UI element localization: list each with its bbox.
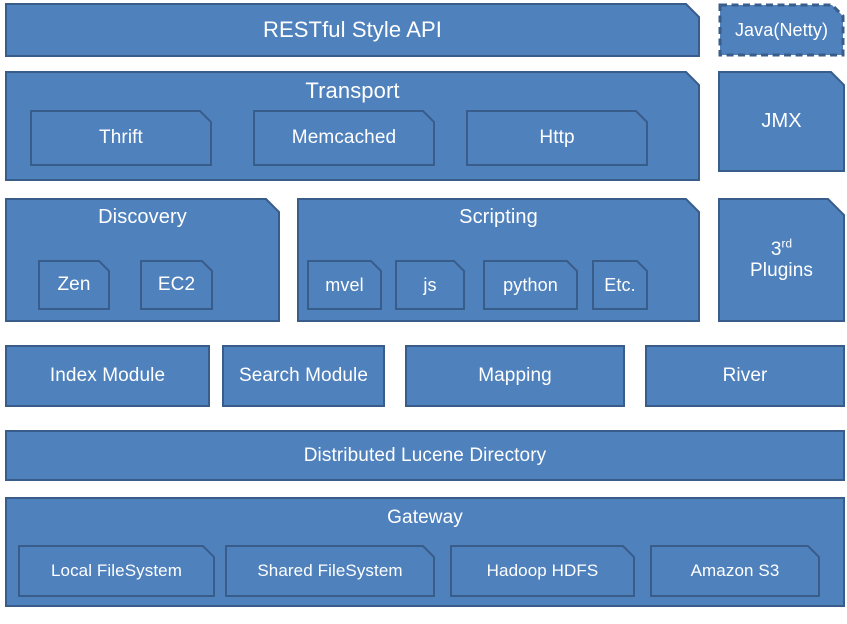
search-module-label: Search Module bbox=[238, 365, 369, 387]
folded-corner-shape bbox=[225, 545, 435, 597]
river-box[interactable]: River bbox=[645, 345, 845, 407]
folded-corner-shape bbox=[650, 545, 820, 597]
shared-filesystem-box[interactable]: Shared FileSystem bbox=[225, 545, 435, 597]
folded-corner-shape bbox=[718, 198, 845, 322]
discovery-label: Discovery bbox=[98, 206, 187, 228]
folded-corner-shape bbox=[307, 260, 382, 310]
shared-filesystem-label: Shared FileSystem bbox=[257, 561, 403, 581]
index-module-label: Index Module bbox=[49, 365, 166, 387]
thrift-box[interactable]: Thrift bbox=[30, 110, 212, 166]
folded-corner-shape bbox=[466, 110, 648, 166]
zen-box[interactable]: Zen bbox=[38, 260, 110, 310]
transport-label: Transport bbox=[305, 78, 400, 103]
http-label: Http bbox=[539, 127, 575, 149]
plugins-ordinal-number: 3 bbox=[770, 238, 782, 260]
folded-corner-shape bbox=[30, 110, 212, 166]
folded-corner-shape bbox=[38, 260, 110, 310]
scripting-label: Scripting bbox=[459, 206, 538, 228]
java-netty-label: Java(Netty) bbox=[734, 19, 829, 40]
folded-corner-shape bbox=[18, 545, 215, 597]
river-label: River bbox=[722, 365, 768, 387]
folded-corner-shape bbox=[592, 260, 648, 310]
etc-box[interactable]: Etc. bbox=[592, 260, 648, 310]
python-label: python bbox=[503, 274, 558, 295]
mvel-label: mvel bbox=[325, 274, 364, 295]
folded-corner-shape bbox=[395, 260, 465, 310]
ec2-box[interactable]: EC2 bbox=[140, 260, 213, 310]
third-party-plugins-box[interactable]: 3rd Plugins bbox=[718, 198, 845, 322]
plugins-word: Plugins bbox=[749, 260, 814, 281]
amazon-s3-label: Amazon S3 bbox=[690, 561, 780, 581]
js-label: js bbox=[423, 274, 437, 295]
mapping-label: Mapping bbox=[478, 365, 552, 387]
plugins-ordinal-suffix: rd bbox=[781, 237, 793, 251]
mvel-box[interactable]: mvel bbox=[307, 260, 382, 310]
folded-corner-shape bbox=[5, 3, 700, 57]
ec2-label: EC2 bbox=[157, 274, 196, 296]
http-box[interactable]: Http bbox=[466, 110, 648, 166]
python-box[interactable]: python bbox=[483, 260, 578, 310]
folded-corner-shape bbox=[483, 260, 578, 310]
folded-corner-shape bbox=[450, 545, 635, 597]
memcached-label: Memcached bbox=[291, 127, 397, 149]
local-filesystem-box[interactable]: Local FileSystem bbox=[18, 545, 215, 597]
java-netty-box[interactable]: Java(Netty) bbox=[718, 3, 845, 57]
restful-api-label: RESTful Style API bbox=[263, 16, 442, 42]
amazon-s3-box[interactable]: Amazon S3 bbox=[650, 545, 820, 597]
folded-corner-dashed-shape bbox=[718, 3, 845, 57]
zen-label: Zen bbox=[57, 274, 91, 296]
distributed-lucene-directory-box[interactable]: Distributed Lucene Directory bbox=[5, 430, 845, 481]
mapping-box[interactable]: Mapping bbox=[405, 345, 625, 407]
memcached-box[interactable]: Memcached bbox=[253, 110, 435, 166]
gateway-label: Gateway bbox=[387, 507, 463, 528]
etc-label: Etc. bbox=[604, 274, 636, 295]
hadoop-hdfs-box[interactable]: Hadoop HDFS bbox=[450, 545, 635, 597]
folded-corner-shape bbox=[253, 110, 435, 166]
hadoop-hdfs-label: Hadoop HDFS bbox=[486, 561, 599, 581]
thrift-label: Thrift bbox=[99, 127, 143, 149]
folded-corner-shape bbox=[718, 71, 845, 172]
restful-api-box[interactable]: RESTful Style API bbox=[5, 3, 700, 57]
folded-corner-shape bbox=[140, 260, 213, 310]
third-party-plugins-label: 3rd Plugins bbox=[718, 237, 845, 282]
distributed-lucene-directory-label: Distributed Lucene Directory bbox=[303, 444, 547, 466]
js-box[interactable]: js bbox=[395, 260, 465, 310]
jmx-label: JMX bbox=[761, 110, 802, 133]
index-module-box[interactable]: Index Module bbox=[5, 345, 210, 407]
jmx-box[interactable]: JMX bbox=[718, 71, 845, 172]
local-filesystem-label: Local FileSystem bbox=[50, 561, 183, 581]
search-module-box[interactable]: Search Module bbox=[222, 345, 385, 407]
